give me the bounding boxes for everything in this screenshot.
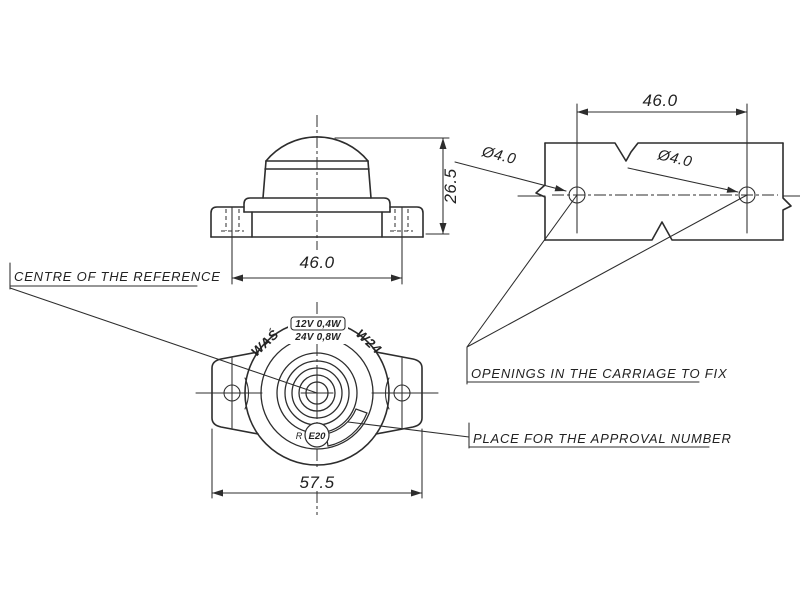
side-view: 46.0 26.5 [210,115,460,285]
rating-12v: 12V 0,4W [295,319,342,330]
dim-side-width-value: 46.0 [299,253,334,272]
carriage-panel-view: 46.0 Ø4.0 Ø4.0 [454,91,800,385]
dim-hole-spacing-value: 46.0 [642,91,677,110]
hidden-hole-lines [221,209,413,232]
centre-label-text: CENTRE OF THE REFERENCE [14,269,221,284]
hole-diameter-callout-left: Ø4.0 [454,143,567,192]
lamp-collar [243,197,391,213]
hole-dia-left-value: Ø4.0 [479,143,518,168]
panel-outline-with-break-lines [535,142,792,241]
dimension-hole-spacing: 46.0 [576,91,748,116]
approval-label-text: PLACE FOR THE APPROVAL NUMBER [473,431,732,446]
approval-arc-band [325,408,368,447]
rating-markings: 12V 0,4W 24V 0,8W [288,314,348,344]
rating-24v: 24V 0,8W [294,332,342,343]
approval-leader-line [347,421,470,438]
lamp-dome [262,136,372,199]
label-openings: OPENINGS IN THE CARRIAGE TO FIX [466,366,728,383]
dim-side-height-value: 26.5 [441,168,460,204]
dimension-front-width: 57.5 [211,428,423,499]
front-view: R E20 12V 0,4W 24V 0,8W WAŚ W24 57.5 [195,302,439,515]
label-centre-of-reference: CENTRE OF THE REFERENCE [9,262,318,394]
openings-leader-lines [466,194,748,385]
mounting-ear-right [371,351,439,435]
e-mark-prefix: R [296,431,303,441]
hole-dia-right-value: Ø4.0 [655,146,694,171]
openings-label-text: OPENINGS IN THE CARRIAGE TO FIX [471,366,728,381]
mounting-ear-left [195,351,263,435]
dimension-side-height: 26.5 [334,137,460,235]
e-mark-code: E20 [309,431,327,442]
centre-leader-line [9,287,318,394]
dim-front-width-value: 57.5 [299,473,334,492]
hole-diameter-callout-right: Ø4.0 [627,146,739,193]
dimension-side-width: 46.0 [231,206,403,285]
hole-center-crosshairs [576,103,748,234]
lamp-base [210,206,424,238]
label-approval-place: PLACE FOR THE APPROVAL NUMBER [347,421,732,449]
e-mark: R E20 [296,422,330,448]
